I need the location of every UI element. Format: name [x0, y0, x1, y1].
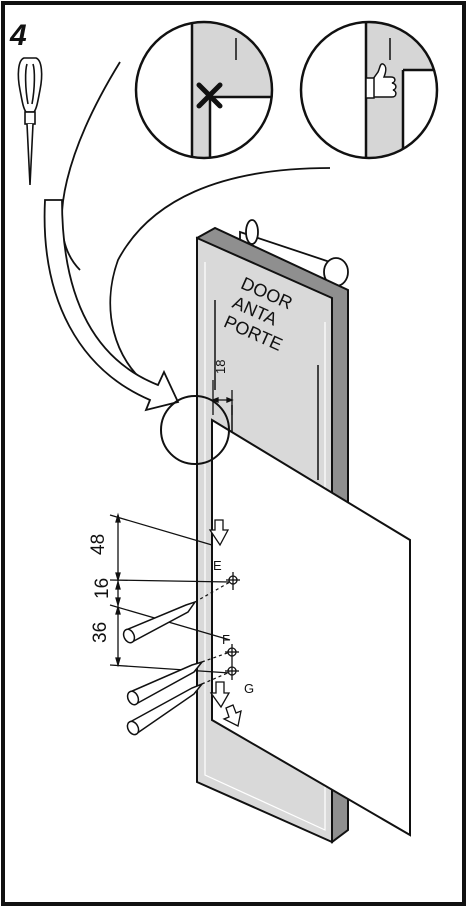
connector-curve-right: [109, 167, 331, 386]
dimension-48: 48: [88, 534, 109, 555]
small-arrow-1: [208, 519, 230, 547]
screw-1-guide: [194, 581, 231, 603]
detail-right: [299, 20, 439, 160]
screw-3-guide: [201, 671, 231, 685]
dimension-16: 16: [92, 578, 113, 599]
zoom-circle: [160, 395, 230, 465]
point-e-label: E: [213, 558, 222, 573]
step-number: 4: [9, 19, 27, 52]
screw-1: [122, 600, 197, 644]
screw-2: [126, 660, 205, 706]
point-g-label: G: [244, 681, 254, 696]
hole-markers: [225, 572, 240, 680]
small-arrow-3: [222, 704, 242, 727]
screw-2-guide: [201, 651, 231, 663]
dimension-chain: [109, 512, 231, 674]
dimension-offset-label: 18: [213, 360, 228, 374]
direction-arrow: [43, 199, 180, 412]
small-arrow-2: [209, 681, 231, 709]
connector-curve-left: [60, 61, 121, 271]
screwdriver-icon: [17, 57, 43, 186]
thumbs-up-icon: [365, 63, 397, 99]
point-f-label: F: [222, 632, 230, 647]
detail-wrong: [134, 20, 274, 160]
dimension-36: 36: [90, 622, 111, 643]
cross-icon: [196, 82, 223, 109]
dimension-offset: [211, 380, 234, 415]
screw-3: [126, 682, 205, 736]
